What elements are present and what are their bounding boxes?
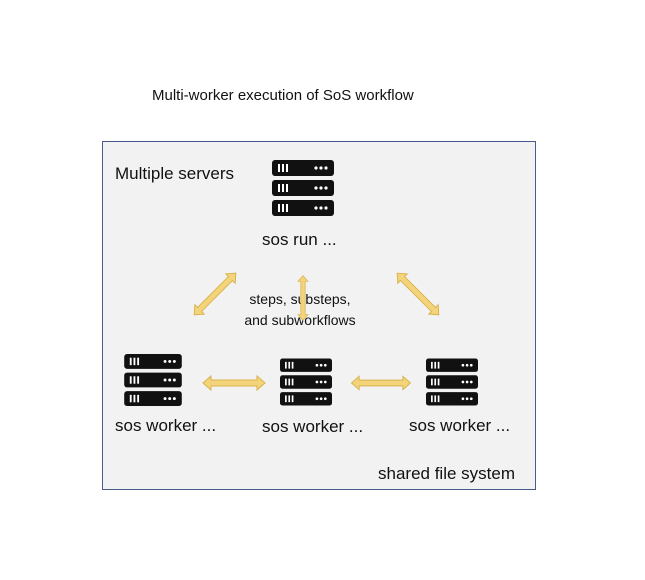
arrow-master-center-worker: [297, 275, 309, 321]
worker-3-label: sos worker ...: [409, 416, 511, 435]
server-unit: [426, 375, 478, 389]
server-unit: [272, 160, 334, 176]
arrow-master-right-worker: [391, 267, 445, 321]
server-unit: [426, 392, 478, 406]
worker-2-label: sos worker ...: [262, 417, 364, 436]
arrow-left-center-worker: [202, 375, 266, 391]
worker-3-server-icon: [426, 358, 478, 406]
panel-label: Multiple servers: [115, 164, 235, 183]
diagram-title: Multi-worker execution of SoS workflow: [152, 87, 414, 104]
master-server-icon: [272, 160, 334, 216]
server-unit: [272, 180, 334, 196]
worker-2-server-icon: [280, 358, 332, 406]
server-unit: [272, 200, 334, 216]
server-unit: [280, 375, 332, 389]
servers-panel: [102, 141, 536, 490]
server-unit: [124, 354, 182, 369]
server-unit: [280, 392, 332, 406]
server-unit: [124, 391, 182, 406]
shared-file-system-label: shared file system: [378, 464, 515, 483]
arrow-center-right-worker: [351, 375, 411, 391]
server-unit: [280, 358, 332, 372]
arrow-master-left-worker: [188, 267, 242, 321]
worker-1-server-icon: [124, 354, 182, 406]
server-unit: [124, 372, 182, 388]
work-description-line-2: and subworkflows: [244, 312, 356, 328]
master-label: sos run ...: [262, 230, 337, 249]
worker-1-label: sos worker ...: [115, 416, 217, 435]
work-description-line-1: steps, substeps,: [249, 291, 351, 307]
server-unit: [426, 358, 478, 372]
work-description: steps, substeps, and subworkflows: [230, 289, 370, 331]
